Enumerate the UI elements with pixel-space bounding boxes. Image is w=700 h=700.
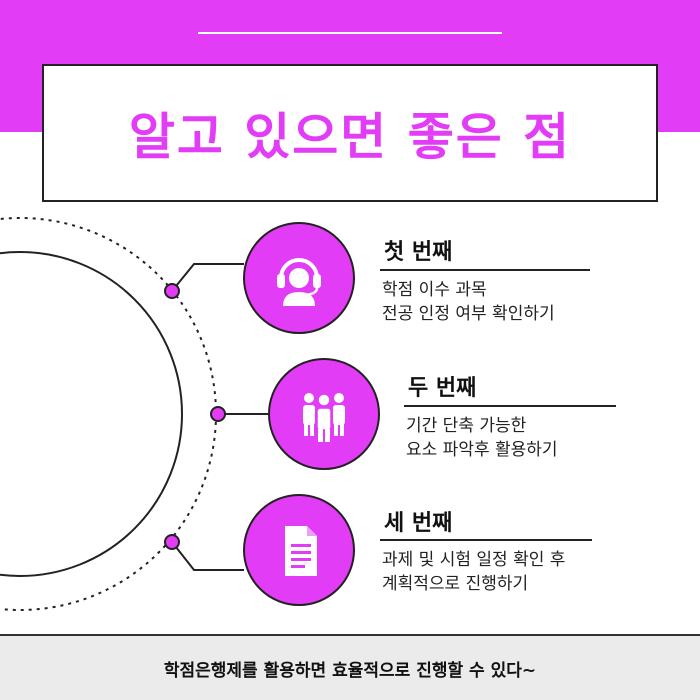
footer-banner: 학점은행제를 활용하면 효율적으로 진행할 수 있다~ [0,634,700,700]
headset-icon [277,258,321,306]
item-1-description: 학점 이수 과목 전공 인정 여부 확인하기 [382,280,555,324]
item-2-rule [404,405,616,407]
item-1-badge [243,222,355,334]
item-3-description: 과제 및 시험 일정 확인 후 계획적으로 진행하기 [382,550,566,594]
item-3-title: 세 번째 [384,511,453,536]
connector-1 [171,263,244,292]
item-1-title: 첫 번째 [384,240,453,265]
page-title: 알고 있으면 좋은 점 [128,108,572,166]
connector-dot-1 [164,283,180,299]
item-2-title: 두 번째 [408,376,477,401]
item-2-description: 기간 단축 가능한 요소 파악후 활용하기 [406,416,558,460]
connector-3 [171,541,244,571]
title-box: 알고 있으면 좋은 점 [42,64,658,202]
document-icon [285,526,317,576]
item-3-rule [380,539,592,541]
inner-solid-arc [0,251,183,577]
group-icon [303,393,345,442]
top-divider-line [198,32,502,34]
item-2-badge [268,358,380,470]
footer-text: 학점은행제를 활용하면 효율적으로 진행할 수 있다~ [163,660,537,681]
item-3-badge [243,494,355,606]
item-1-rule [380,269,590,271]
connector-dot-2 [210,406,226,422]
connector-dot-3 [164,534,180,550]
